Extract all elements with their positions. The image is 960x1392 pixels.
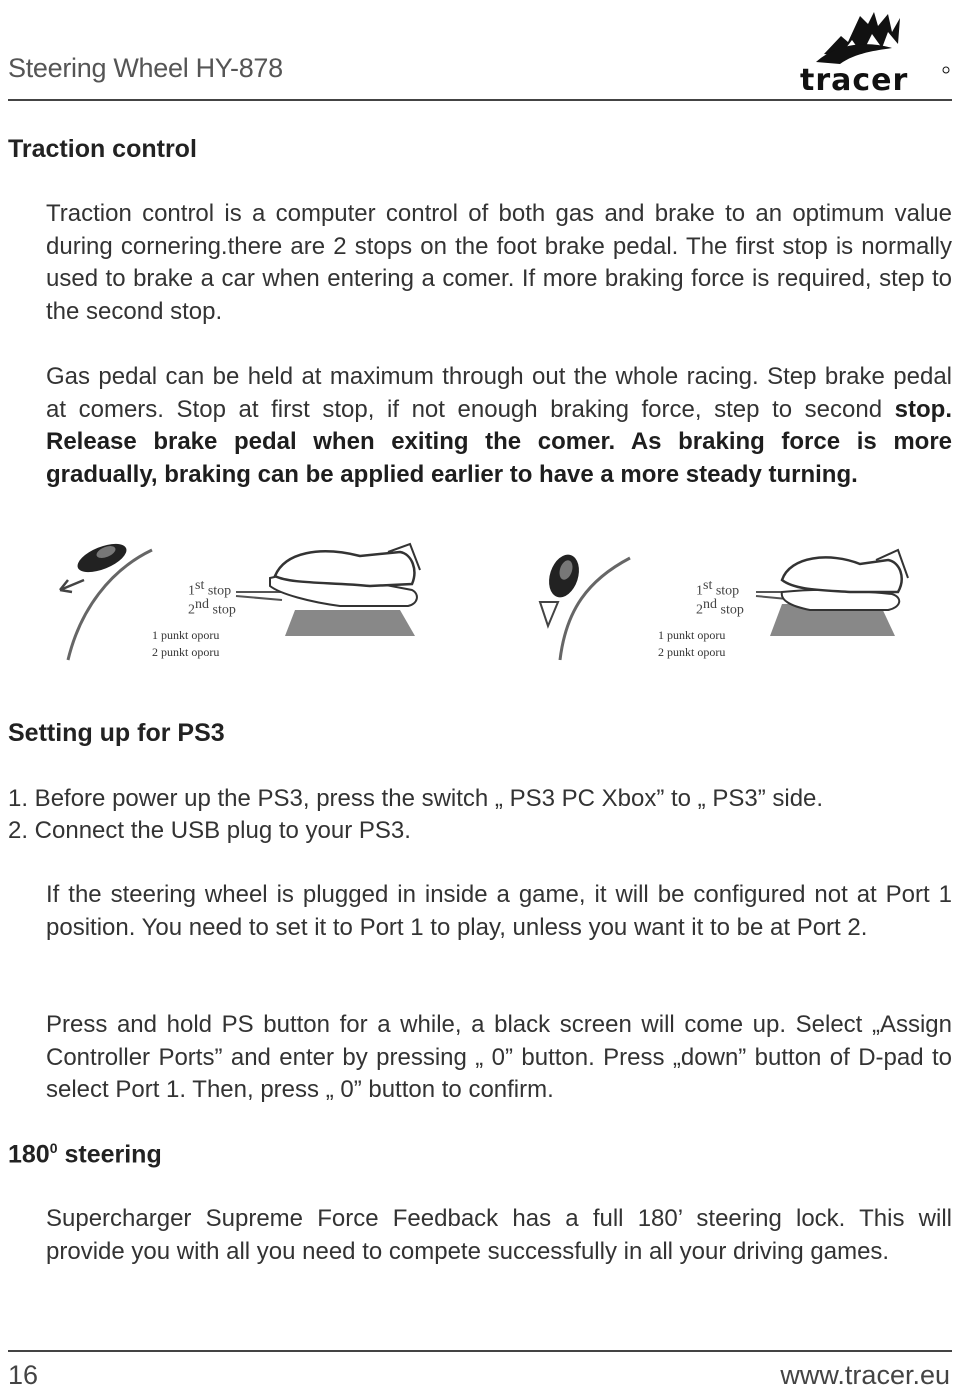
cornering-diagram-left — [59, 542, 421, 661]
right-second-stop-polish: 2 punkt oporu — [658, 645, 726, 659]
right-first-stop-polish: 1 punkt oporu — [658, 628, 726, 642]
shoe-icon — [273, 550, 416, 588]
right-second-stop-label: 2nd stop — [696, 597, 744, 618]
car-icon — [77, 543, 127, 573]
right-first-stop-label: 1st stop — [696, 578, 740, 599]
ps3-heading: Setting up for PS3 — [8, 719, 225, 747]
left-first-stop-polish: 1 punkt oporu — [152, 628, 220, 642]
traction-paragraph-1: Traction control is a computer control o… — [46, 200, 952, 325]
ps3-step-1: 1. Before power up the PS3, press the sw… — [8, 785, 824, 812]
header-divider — [8, 99, 952, 101]
left-second-stop-label: 2nd stop — [188, 597, 236, 618]
direction-arrow-icon — [538, 601, 560, 629]
car-icon — [549, 554, 579, 598]
shoe-icon — [780, 556, 903, 594]
ps3-step-2: 2. Connect the USB plug to your PS3. — [8, 817, 411, 844]
traction-paragraph-2-normal: Gas pedal can be held at maximum through… — [46, 363, 952, 423]
traction-paragraph-2: Gas pedal can be held at maximum through… — [46, 361, 952, 491]
tracer-logo: tracer — [800, 12, 950, 96]
footer-url[interactable]: www.tracer.eu — [780, 1360, 950, 1390]
ps3-paragraph-2: Press and hold PS button for a while, a … — [46, 1011, 952, 1103]
cornering-diagram-right — [538, 548, 909, 661]
left-second-stop-polish: 2 punkt oporu — [152, 645, 220, 659]
left-first-stop-label: 1st stop — [188, 578, 232, 599]
direction-arrow-icon — [59, 578, 85, 594]
svg-text:tracer: tracer — [800, 63, 908, 96]
steering-heading: 1800 steering — [8, 1140, 162, 1169]
steering-paragraph: Supercharger Supreme Force Feedback has … — [46, 1205, 952, 1265]
traction-heading: Traction control — [8, 135, 197, 163]
page-number: 16 — [8, 1360, 39, 1390]
traction-paragraph-2-bold: stop. Release brake pedal when exiting t… — [46, 395, 952, 488]
header-title: Steering Wheel HY-878 — [8, 53, 283, 83]
footer-divider — [8, 1350, 952, 1352]
ps3-paragraph-1: If the steering wheel is plugged in insi… — [46, 881, 952, 941]
